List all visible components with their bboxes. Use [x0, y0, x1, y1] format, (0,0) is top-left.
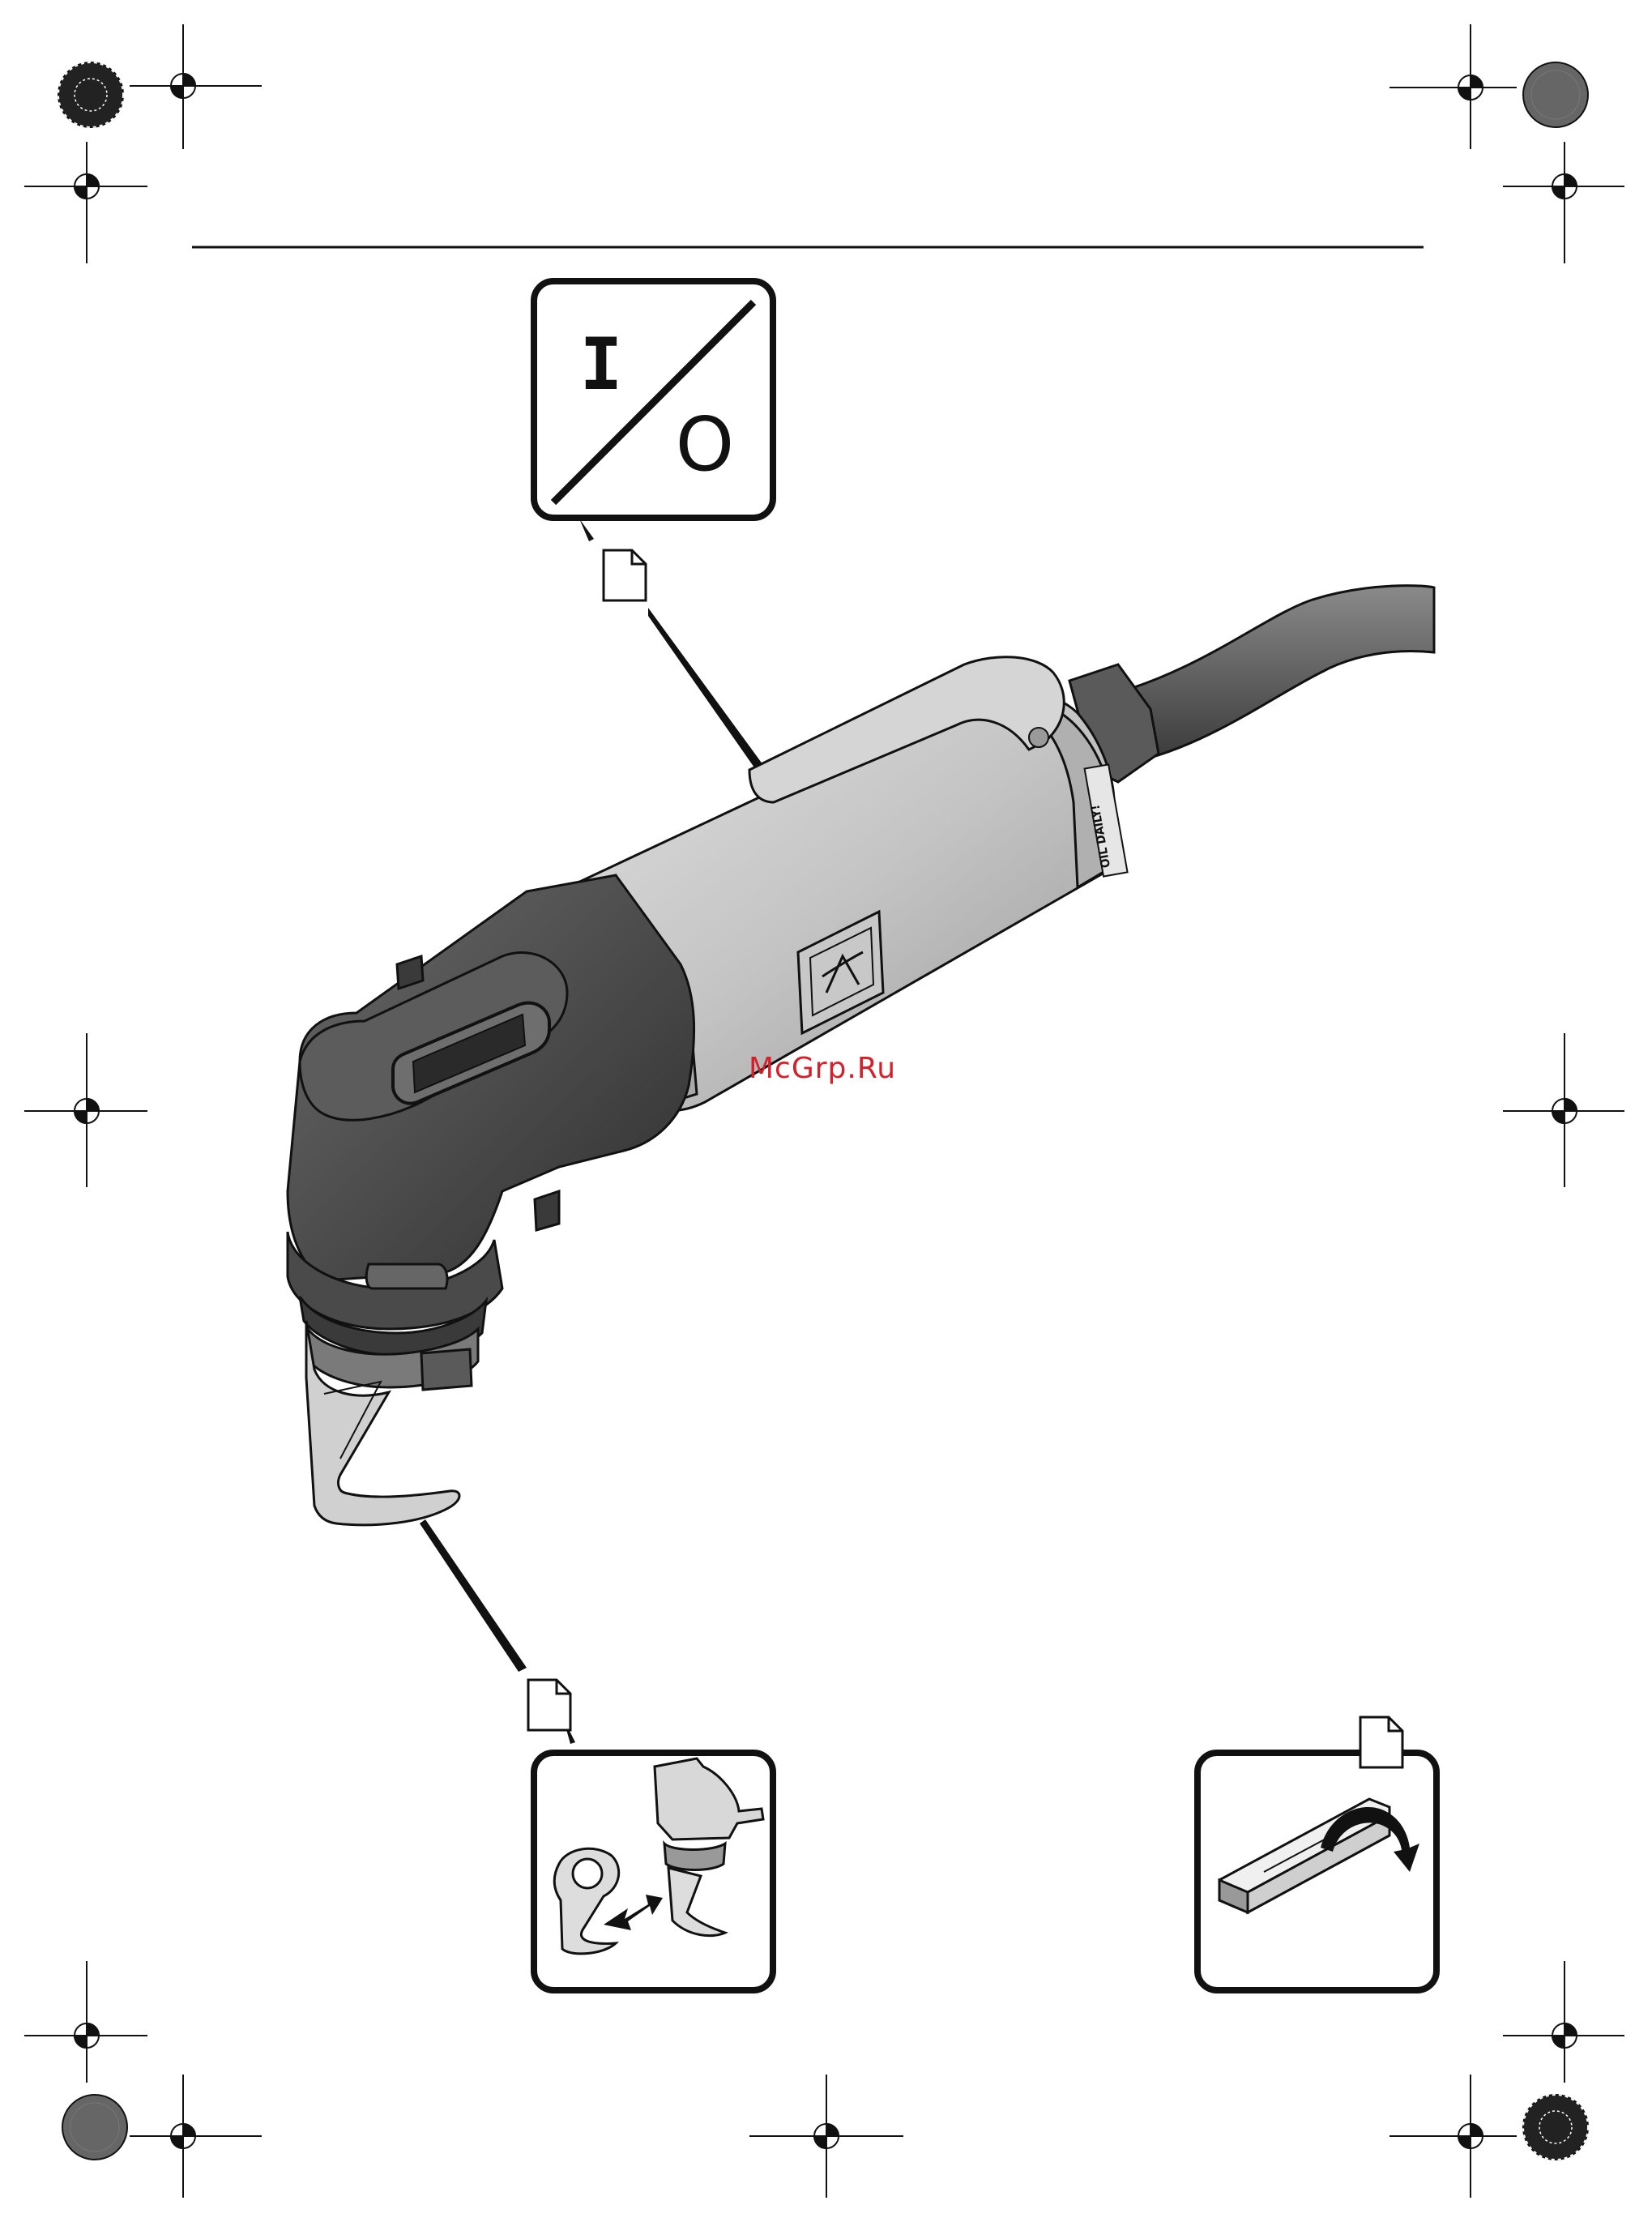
document-icon: [528, 1680, 570, 1730]
crop-mark-icon: [130, 24, 262, 149]
switch-off-symbol: O: [676, 401, 734, 488]
switch-on-symbol: I: [580, 323, 623, 406]
document-icon: [604, 550, 646, 600]
document-icon: [1360, 1717, 1402, 1767]
crop-mark-icon: [24, 142, 147, 263]
blade-change-icon: [534, 1753, 773, 1990]
on-off-switch-icon: I O: [534, 281, 773, 518]
crop-mark-icon: [130, 2075, 262, 2198]
crop-mark-icon: [749, 2075, 903, 2198]
registration-wheel-icon: [1523, 2095, 1588, 2160]
package-box-icon: [1197, 1717, 1436, 1990]
switch-callout: [579, 519, 770, 778]
crop-mark-icon: [1389, 24, 1517, 149]
registration-wheel-icon: [58, 62, 123, 127]
crop-mark-icon: [1503, 1033, 1624, 1187]
crop-mark-icon: [24, 1961, 147, 2083]
registration-wheel-icon: [1523, 62, 1588, 127]
watermark-text: McGrp.Ru: [749, 1052, 896, 1085]
crop-mark-icon: [24, 1033, 147, 1187]
crop-mark-icon: [1503, 142, 1624, 263]
registration-wheel-icon: [62, 2095, 127, 2160]
blade-callout: [420, 1519, 575, 1744]
crop-mark-icon: [1503, 1961, 1624, 2083]
crop-mark-icon: [1389, 2075, 1517, 2198]
